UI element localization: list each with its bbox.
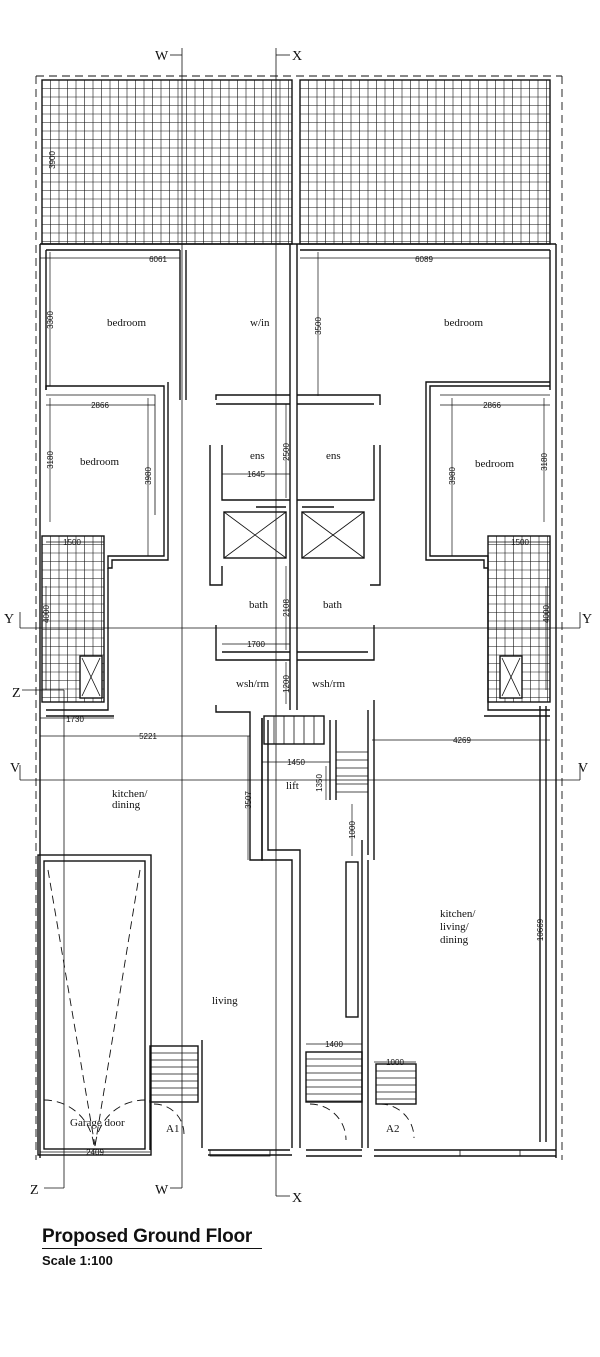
room-bedroom-left-top: bedroom xyxy=(107,317,147,329)
dim-1645: 1645 xyxy=(247,470,265,479)
dim-6061: 6061 xyxy=(149,255,167,264)
dim-1400: 1400 xyxy=(325,1040,343,1049)
dim-1500-left: 1500 xyxy=(63,538,81,547)
site-boundary xyxy=(35,75,563,1160)
terrace-grid-right xyxy=(299,79,551,245)
room-wsh-left: wsh/rm xyxy=(236,678,269,690)
section-label-v-right: V xyxy=(578,761,588,776)
dim-2409: 2409 xyxy=(86,1148,104,1157)
drawing-title: Proposed Ground Floor xyxy=(42,1226,263,1249)
dim-4000-right: 4000 xyxy=(542,605,551,623)
dim-3180-right: 3180 xyxy=(540,453,549,471)
dim-3300: 3300 xyxy=(46,311,55,329)
dim-1200: 1200 xyxy=(282,675,291,693)
dim-2866-right: 2866 xyxy=(483,401,501,410)
room-kitchen-living-1: kitchen/ xyxy=(440,908,476,920)
dim-4269: 4269 xyxy=(453,736,471,745)
balcony-grid-left xyxy=(41,535,105,703)
dim-6089: 6089 xyxy=(415,255,433,264)
dim-3180-left: 3180 xyxy=(46,451,55,469)
building-walls xyxy=(37,243,557,1158)
dim-4000-left: 4000 xyxy=(42,605,51,623)
dim-1700: 1700 xyxy=(247,640,265,649)
room-lift: lift xyxy=(286,780,299,792)
dim-1000-lift: 1000 xyxy=(348,821,357,839)
dim-2866-left: 2866 xyxy=(91,401,109,410)
section-label-z-bottom: Z xyxy=(30,1183,39,1198)
dim-1500-right: 1500 xyxy=(511,538,529,547)
entrance-a1: A1 xyxy=(166,1123,179,1135)
entrance-a2: A2 xyxy=(386,1123,399,1135)
dim-3507: 3507 xyxy=(244,791,253,809)
section-label-w-bottom: W xyxy=(155,1183,169,1198)
drawing-scale: Scale 1:100 xyxy=(42,1253,113,1268)
section-label-y-left: Y xyxy=(4,612,14,627)
section-label-x-bottom: X xyxy=(292,1191,302,1206)
drawing-caption: Proposed Ground Floor Scale 1:100 xyxy=(42,1226,263,1268)
dim-2500: 2500 xyxy=(282,443,291,461)
room-bedroom-right-top: bedroom xyxy=(444,317,484,329)
section-label-w-top: W xyxy=(155,49,169,64)
room-w-in: w/in xyxy=(250,317,270,329)
dim-1350: 1350 xyxy=(315,774,324,792)
room-kitchen-living-3: dining xyxy=(440,934,469,946)
section-label-x-top: X xyxy=(292,49,302,64)
room-garage-door: Garage door xyxy=(70,1117,125,1129)
dim-3980-left: 3980 xyxy=(144,467,153,485)
room-ens-right: ens xyxy=(326,450,341,462)
door-swings xyxy=(43,869,415,1151)
terrace-grid-left xyxy=(41,79,293,245)
section-label-y-right: Y xyxy=(582,612,592,627)
room-bath-right: bath xyxy=(323,599,342,611)
dim-3500: 3500 xyxy=(314,317,323,335)
dim-1450: 1450 xyxy=(287,758,305,767)
dim-1000-right: 1000 xyxy=(386,1058,404,1067)
dim-3980-right: 3980 xyxy=(448,467,457,485)
dim-3900: 3900 xyxy=(48,151,57,169)
section-label-v-left: V xyxy=(10,761,20,776)
section-lines xyxy=(19,48,581,1197)
section-label-z-top: Z xyxy=(12,686,21,701)
room-kitchen-dining-2: dining xyxy=(112,799,141,811)
room-kitchen-dining-1: kitchen/ xyxy=(112,788,148,800)
room-bath-left: bath xyxy=(249,599,268,611)
room-wsh-right: wsh/rm xyxy=(312,678,345,690)
balcony-grid-right xyxy=(487,535,551,703)
room-bedroom-right-mid: bedroom xyxy=(475,458,515,470)
room-bedroom-left-mid: bedroom xyxy=(80,456,120,468)
dim-5221: 5221 xyxy=(139,732,157,741)
room-kitchen-living-2: living/ xyxy=(440,921,470,933)
dimension-lines xyxy=(40,252,550,1153)
dim-1730: 1730 xyxy=(66,715,84,724)
room-living: living xyxy=(212,995,238,1007)
room-ens-left: ens xyxy=(250,450,265,462)
dim-2108: 2108 xyxy=(282,599,291,617)
dim-10669: 10669 xyxy=(536,918,545,941)
